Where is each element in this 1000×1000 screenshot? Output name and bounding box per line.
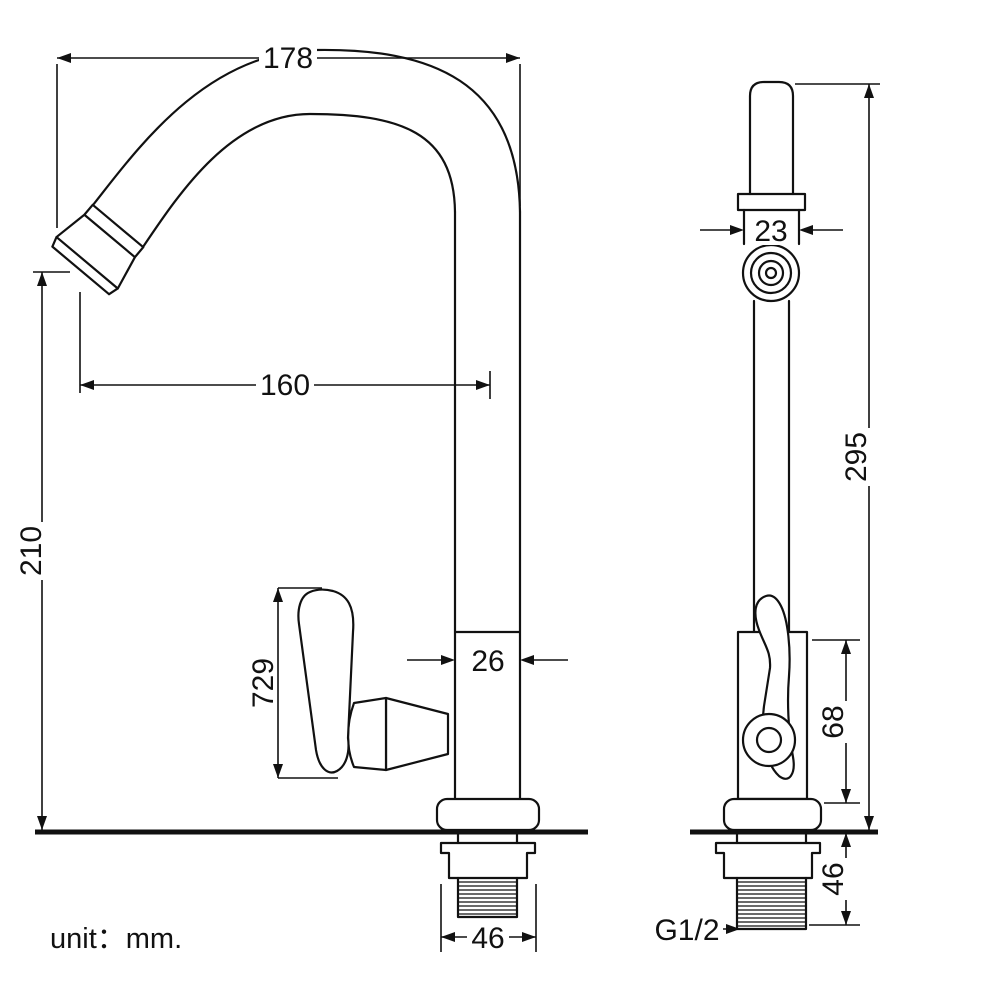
valve-cylinder [346,696,388,772]
spout-inner-curve [141,112,457,249]
dim-label-base-nut-width: 46 [467,922,509,955]
dim-text-valve-height: 68 [817,705,850,738]
dim-label-total-height: 295 [840,428,873,486]
dim-text-handle-length: 729 [247,658,280,708]
dim-text-tip-diameter: 23 [754,215,787,248]
handle-boss-outer [741,712,797,768]
dim-label-tip-diameter: 23 [750,215,792,248]
dim-label-handle-length: 729 [247,654,280,712]
body-column-side [453,210,522,801]
base-flange-front [722,797,823,832]
dim-text-top-width: 178 [263,42,313,75]
spout-band-front [736,192,807,212]
front-view [690,80,878,931]
dim-label-shank-length: 46 [817,858,850,900]
mounting-nut-front [714,841,822,880]
threaded-shank-front [735,832,808,931]
dimension-labels: 178 160 26 46 23 210 729 295 [15,42,873,955]
dimension-arrowheads [37,53,874,942]
body-column-front [752,299,791,634]
spout-collar-front [742,208,801,246]
aerator-circles [741,243,801,303]
side-view [35,48,588,919]
dim-text-shank-length: 46 [817,862,850,895]
dim-label-body-diameter: 26 [467,645,509,678]
dim-label-spout-height: 210 [15,522,48,580]
dim-text-body-diameter: 26 [471,645,504,678]
mounting-nut-side [439,841,537,880]
valve-cone [384,696,450,772]
unit-note: unit：mm. [50,923,182,955]
dim-text-thread-spec: G1/2 [654,914,719,947]
dim-text-total-height: 295 [840,432,873,482]
dim-text-reach: 160 [260,369,310,402]
spout-column-front [748,80,795,196]
thread-hatching-front [738,881,805,927]
threaded-shank-side [456,832,519,919]
dim-text-spout-height: 210 [15,526,48,576]
dim-label-top-width: 178 [259,42,317,75]
base-flange-side [435,797,541,832]
dim-text-base-nut-width: 46 [471,922,504,955]
handle-lever-side [297,588,355,774]
dim-label-reach: 160 [256,369,314,402]
spout-nozzle [51,203,145,296]
dim-label-valve-height: 68 [817,701,850,743]
handle-boss-inner [755,726,783,754]
thread-hatching-side [459,881,516,915]
